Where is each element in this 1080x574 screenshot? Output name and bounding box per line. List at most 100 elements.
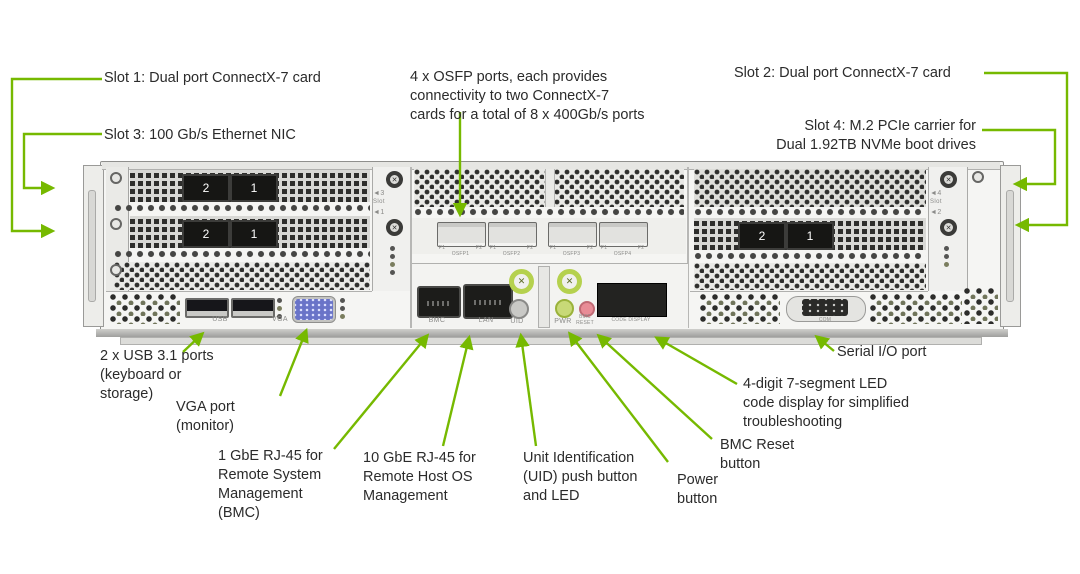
callout-line-bmc	[333, 333, 430, 450]
thumbscrew-icon: ✕	[940, 171, 957, 188]
slot2-port-2: 2	[738, 222, 786, 250]
led-icon	[340, 298, 345, 303]
vent-row	[694, 252, 926, 261]
vent-dots	[870, 294, 962, 324]
com-port-label: COM	[818, 317, 832, 323]
callout-line-power	[567, 331, 669, 463]
pin-label: P2	[586, 245, 594, 251]
callout-uid: Unit Identification (UID) push button an…	[523, 450, 638, 504]
uid-button	[509, 299, 529, 319]
code-display-label: CODE DISPLAY	[611, 317, 651, 323]
bmc-reset-label: BMC RESET	[576, 314, 594, 326]
callout-code-display: 4-digit 7-segment LED code display for s…	[743, 376, 910, 430]
lan-port-label: LAN	[478, 317, 494, 324]
led-icon	[390, 246, 395, 251]
callout-line-code-display	[654, 336, 738, 386]
chassis-bottom-rail	[96, 329, 1008, 337]
callout-line-bmc-reset	[596, 333, 713, 440]
screw-icon	[110, 264, 122, 276]
bmc-rj45-port	[417, 286, 461, 318]
callout-power: Power button	[677, 472, 719, 507]
led-icon	[390, 262, 395, 267]
slot1-port-1: 1	[230, 220, 278, 248]
callout-serial: Serial I/O port	[837, 344, 927, 360]
thumbscrew-icon: ✕	[557, 269, 582, 294]
callout-slot4: Slot 4: M.2 PCIe carrier for Dual 1.92TB…	[776, 118, 976, 153]
callout-line-slot3	[22, 132, 102, 196]
vent-dots	[110, 294, 180, 324]
port-number: 1	[250, 227, 258, 241]
screw-icon	[110, 218, 122, 230]
section-divider	[687, 167, 689, 328]
led-icon	[277, 298, 282, 303]
callout-bmc: 1 GbE RJ-45 for Remote System Management…	[218, 448, 323, 521]
vga-port-label: VGA	[272, 316, 288, 323]
osfp-label: OSFP3	[562, 251, 581, 257]
thumbscrew-icon: ✕	[386, 171, 403, 188]
pin-label: P2	[637, 245, 645, 251]
callout-line-serial	[814, 334, 835, 352]
callout-line-vga	[278, 327, 309, 397]
led-icon	[390, 254, 395, 259]
slot-marker-label: Slot	[930, 199, 942, 205]
callout-slot3: Slot 3: 100 Gb/s Ethernet NIC	[104, 127, 296, 143]
slot-marker-label: Slot	[373, 199, 385, 205]
slot-marker: ◄3	[373, 190, 385, 197]
led-column	[277, 298, 282, 319]
callout-lan: 10 GbE RJ-45 for Remote Host OS Manageme…	[363, 450, 476, 504]
callout-slot2: Slot 2: Dual port ConnectX-7 card	[734, 65, 951, 81]
vent-row	[694, 208, 926, 216]
right-mesh-panel	[694, 263, 926, 290]
callout-bmc-reset: BMC Reset button	[720, 437, 795, 472]
slot3-port-2: 2	[182, 174, 230, 202]
thumbscrew-icon: ✕	[509, 269, 534, 294]
slot-marker: ◄4	[930, 190, 942, 197]
section-divider	[410, 167, 412, 328]
callout-usb: 2 x USB 3.1 ports (keyboard or storage)	[100, 348, 214, 402]
led-icon	[944, 262, 949, 267]
port-number: 2	[758, 229, 766, 243]
led-icon	[390, 270, 395, 275]
callout-slot1: Slot 1: Dual port ConnectX-7 card	[104, 70, 321, 86]
osfp-label: OSFP4	[613, 251, 632, 257]
vent-dots	[700, 294, 780, 324]
callout-line-slot4	[982, 128, 1057, 192]
port-number: 1	[806, 229, 814, 243]
osfp-label: OSFP1	[451, 251, 470, 257]
power-button	[555, 299, 574, 318]
slot2-port-1: 1	[786, 222, 834, 250]
screw-icon	[110, 172, 122, 184]
usb-port-1	[185, 298, 229, 318]
usb-ports-label: USB	[212, 316, 228, 323]
thumbscrew-icon: ✕	[386, 219, 403, 236]
callout-line-usb	[182, 331, 205, 353]
led-icon	[277, 314, 282, 319]
led-icon	[944, 246, 949, 251]
callout-line-slot1	[10, 77, 102, 239]
osfp-port-4	[599, 222, 648, 247]
bmc-reset-button	[579, 301, 595, 317]
pin-label: P1	[489, 245, 497, 251]
pin-label: P2	[526, 245, 534, 251]
port-number: 2	[202, 227, 210, 241]
callout-osfp: 4 x OSFP ports, each provides connectivi…	[410, 69, 645, 123]
lan-rj45-port	[463, 284, 513, 319]
slot-marker: ◄1	[373, 209, 385, 216]
panel-divider	[690, 291, 928, 292]
code-display	[597, 283, 667, 317]
osfp-port-2	[488, 222, 537, 247]
callout-line-uid	[515, 332, 538, 447]
uid-button-label: UID	[510, 318, 524, 325]
pin-label: P2	[475, 245, 483, 251]
right-handle	[1006, 190, 1014, 302]
led-icon	[340, 306, 345, 311]
slot1-port-2: 2	[182, 220, 230, 248]
vent-dots	[964, 288, 998, 324]
led-column	[390, 246, 395, 275]
power-button-label: PWR	[554, 318, 572, 325]
pin-label: P1	[549, 245, 557, 251]
osfp-port-3	[548, 222, 597, 247]
m2-carrier-mesh	[694, 169, 926, 207]
